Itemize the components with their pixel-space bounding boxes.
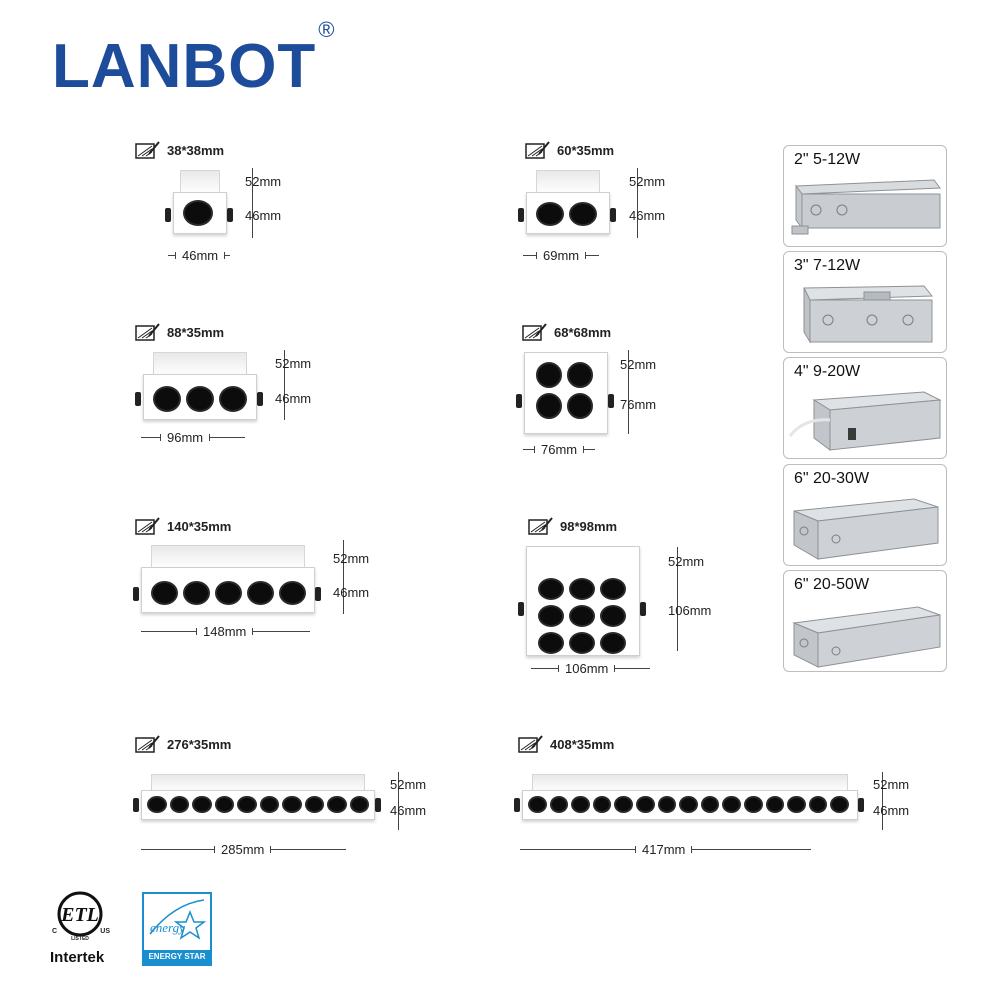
cutout-icon [135, 323, 160, 341]
energy-star-label: ENERGY STAR [144, 950, 210, 964]
height-total-label: 52mm [275, 356, 312, 371]
driver-label: 2" 5-12W [794, 151, 861, 168]
driver-card-2in: 2" 5-12W [783, 145, 947, 247]
fixture-88x35 [135, 352, 265, 426]
cutout-icon [528, 517, 553, 535]
width-dim-276x35: 285mm [141, 842, 347, 857]
width-dim-68x68: 76mm [523, 442, 596, 457]
height-body-label: 106mm [668, 603, 712, 618]
energy-star-icon: energy [149, 899, 207, 940]
height-total-label: 52mm [629, 174, 666, 189]
height-body-label: 46mm [275, 391, 312, 406]
junction-box-icon [803, 285, 934, 344]
fixture-68x68 [516, 352, 616, 436]
junction-box-icon [793, 498, 939, 560]
height-total-label: 52mm [668, 554, 705, 569]
cutout-label-88x35: 88*35mm [135, 322, 224, 342]
junction-box-icon [788, 391, 942, 451]
fixture-98x98 [518, 546, 648, 658]
etl-logo-icon: ETL [57, 891, 103, 937]
cutout-icon [525, 141, 550, 159]
fixture-140x35 [133, 545, 323, 619]
energy-star-certification: energy ENERGY STAR [142, 892, 212, 966]
cutout-icon [135, 517, 160, 535]
height-body-label: 46mm [333, 585, 370, 600]
width-dim-140x35: 148mm [141, 624, 311, 639]
driver-label: 6" 20-30W [794, 470, 870, 487]
height-total-label: 52mm [873, 777, 910, 792]
cutout-label-408x35: 408*35mm [518, 734, 614, 754]
cutout-icon [522, 323, 547, 341]
height-body-label: 46mm [873, 803, 910, 818]
height-body-label: 46mm [629, 208, 666, 223]
driver-label: 6" 20-50W [794, 576, 870, 593]
brand-logo: LANBOT® [52, 17, 336, 101]
svg-text:ETL: ETL [60, 904, 99, 926]
junction-box-icon [792, 606, 941, 668]
width-dim-38x38: 46mm [168, 248, 231, 263]
fixture-408x35 [514, 774, 866, 824]
driver-card-6in-30w: 6" 20-30W [783, 464, 947, 566]
cutout-label-140x35: 140*35mm [135, 516, 231, 536]
junction-box-icon [791, 179, 941, 235]
etl-certification: ETL C US LISTED Intertek [50, 888, 110, 968]
width-dim-98x98: 106mm [531, 661, 651, 676]
driver-label: 3" 7-12W [794, 257, 861, 274]
intertek-label: Intertek [50, 949, 105, 966]
height-body-label: 46mm [245, 208, 282, 223]
driver-card-6in-50w: 6" 20-50W [783, 570, 947, 672]
height-body-label: 46mm [390, 803, 427, 818]
cutout-label-68x68: 68*68mm [522, 322, 611, 342]
height-total-label: 52mm [620, 357, 657, 372]
height-total-label: 52mm [390, 777, 427, 792]
cutout-icon [518, 735, 543, 753]
driver-label: 4" 9-20W [794, 363, 861, 380]
cutout-label-60x35: 60*35mm [525, 140, 614, 160]
width-dim-88x35: 96mm [141, 430, 246, 445]
driver-card-4in: 4" 9-20W [783, 357, 947, 459]
registered-mark: ® [318, 17, 336, 43]
width-dim-408x35: 417mm [520, 842, 812, 857]
cutout-label-98x98: 98*98mm [528, 516, 617, 536]
height-total-label: 52mm [245, 174, 282, 189]
svg-text:energy: energy [150, 920, 185, 935]
cutout-label-276x35: 276*35mm [135, 734, 231, 754]
driver-card-3in: 3" 7-12W [783, 251, 947, 353]
fixture-60x35 [518, 170, 618, 240]
width-dim-60x35: 69mm [523, 248, 600, 263]
cutout-label-38x38: 38*38mm [135, 140, 224, 160]
height-total-label: 52mm [333, 551, 370, 566]
fixture-38x38 [165, 170, 235, 240]
cutout-icon [135, 735, 160, 753]
cutout-icon [135, 141, 160, 159]
height-body-label: 76mm [620, 397, 657, 412]
fixture-276x35 [133, 774, 383, 824]
